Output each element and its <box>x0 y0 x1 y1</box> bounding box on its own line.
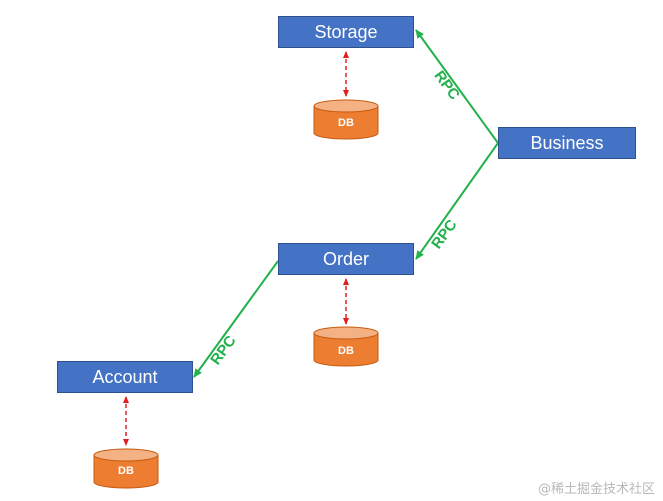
service-storage-label: Storage <box>314 21 378 42</box>
watermark: @稀土掘金技术社区 <box>537 482 655 497</box>
rpc-arrow-order-account <box>193 260 279 378</box>
rpc-label-order-account: RPC <box>207 332 239 368</box>
db-label-storage: DB <box>338 117 354 129</box>
service-order: Order <box>278 243 414 275</box>
service-order-label: Order <box>322 248 369 269</box>
service-business-label: Business <box>530 132 604 153</box>
service-account: Account <box>57 361 193 393</box>
db-label-account: DB <box>118 465 134 477</box>
database-storage: DB <box>313 99 379 140</box>
service-account-label: Account <box>92 366 158 387</box>
db-label-order: DB <box>338 345 354 357</box>
service-storage: Storage <box>278 16 414 48</box>
database-order: DB <box>313 326 379 367</box>
rpc-label-business-storage: RPC <box>430 68 462 104</box>
service-business: Business <box>498 127 636 159</box>
rpc-arrow-business-storage <box>415 29 499 144</box>
database-account: DB <box>93 448 159 489</box>
rpc-arrow-business-order <box>415 142 499 260</box>
rpc-label-business-order: RPC <box>428 216 460 252</box>
